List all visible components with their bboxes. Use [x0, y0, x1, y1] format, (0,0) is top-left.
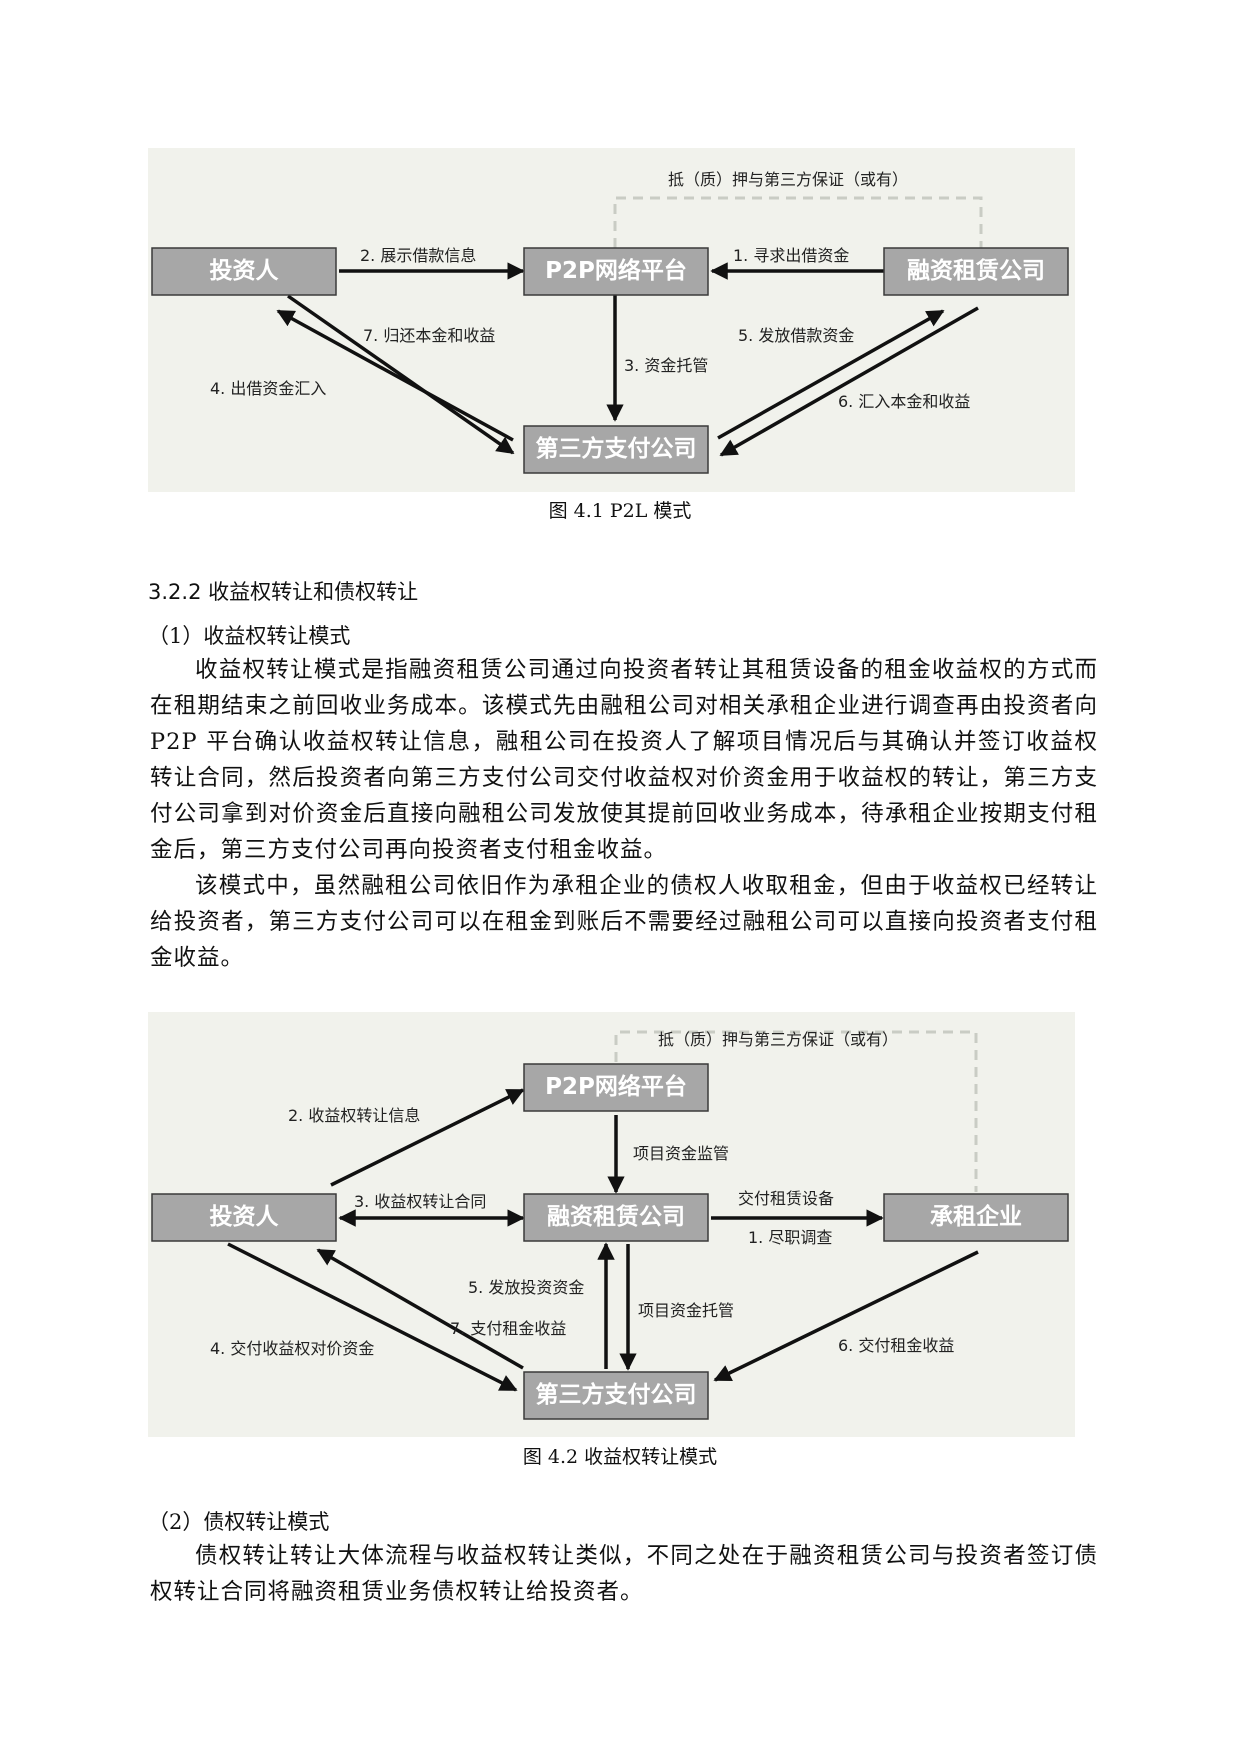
step7-label: 7. 支付租金收益: [450, 1319, 566, 1338]
box-investor: 投资人: [151, 247, 337, 296]
svg-text:融资租赁公司: 融资租赁公司: [547, 1204, 685, 1230]
box-investor: 投资人: [151, 1193, 337, 1242]
arrow-step7: [316, 1248, 524, 1370]
figure1-caption: 图 4.1 P2L 模式: [548, 500, 692, 522]
figure-p2l-diagram: 抵（质）押与第三方保证（或有） 2. 展示借款信息 1. 寻求出借资金 3. 资…: [148, 148, 1075, 492]
deliver-label: 交付租赁设备: [738, 1189, 834, 1208]
step3-label: 3. 资金托管: [624, 356, 708, 375]
svg-text:投资人: 投资人: [210, 258, 280, 284]
arrow-step6: [719, 306, 979, 457]
step2-label: 2. 收益权转让信息: [288, 1106, 420, 1125]
arrow-step6: [713, 1250, 979, 1382]
arrow-step7: [276, 309, 514, 442]
supervision-label: 项目资金监管: [633, 1144, 729, 1163]
guarantee-label: 抵（质）押与第三方保证（或有）: [658, 1030, 898, 1049]
svg-text:投资人: 投资人: [210, 1204, 280, 1230]
guarantee-dashed-line: [613, 196, 983, 248]
guarantee-label: 抵（质）押与第三方保证（或有）: [668, 170, 908, 189]
step1-label: 1. 寻求出借资金: [733, 246, 849, 265]
step6-label: 6. 交付租金收益: [838, 1336, 954, 1355]
step4-label: 4. 出借资金汇入: [210, 379, 326, 398]
svg-text:P2P网络平台: P2P网络平台: [545, 1073, 687, 1100]
box-payment-company: 第三方支付公司: [523, 1371, 709, 1420]
arrow-step2: [330, 1088, 525, 1187]
step5-label: 5. 发放借款资金: [738, 326, 854, 345]
box-p2p-platform: P2P网络平台: [523, 247, 709, 296]
svg-text:融资租赁公司: 融资租赁公司: [907, 258, 1045, 284]
svg-text:承租企业: 承租企业: [930, 1203, 1022, 1230]
figure2-caption: 图 4.2 收益权转让模式: [522, 1446, 718, 1468]
subsection-2-title: （2）债权转让模式: [148, 1510, 330, 1534]
step2-label: 2. 展示借款信息: [360, 246, 476, 265]
box-lessee: 承租企业: [883, 1193, 1069, 1242]
box-leasing-company: 融资租赁公司: [523, 1193, 709, 1242]
guarantee-dashed-line: [614, 1030, 978, 1192]
paragraph-3: 债权转让转让大体流程与收益权转让类似，不同之处在于融资租赁公司与投资者签订债权转…: [150, 1543, 1098, 1605]
step4-label: 4. 交付收益权对价资金: [210, 1339, 374, 1358]
custody-label: 项目资金托管: [638, 1301, 734, 1320]
step3-label: 3. 收益权转让合同: [354, 1192, 486, 1211]
box-payment-company: 第三方支付公司: [523, 425, 709, 474]
svg-text:第三方支付公司: 第三方支付公司: [536, 435, 697, 462]
step5-label: 5. 发放投资资金: [468, 1278, 584, 1297]
section-heading: 3.2.2 收益权转让和债权转让: [148, 580, 419, 604]
paragraph-2: 该模式中，虽然融租公司依旧作为承租企业的债权人收取租金，但由于收益权已经转让给投…: [150, 873, 1098, 971]
figure-revenue-right-transfer-diagram: 抵（质）押与第三方保证（或有） 2. 收益权转让信息 项目资金监管 3. 收益权…: [148, 1012, 1075, 1437]
svg-text:第三方支付公司: 第三方支付公司: [536, 1381, 697, 1408]
arrow-step5: [717, 309, 945, 440]
arrow-step4: [227, 1242, 518, 1392]
subsection-1-title: （1）收益权转让模式: [148, 624, 351, 648]
svg-text:P2P网络平台: P2P网络平台: [545, 257, 687, 284]
arrow-step4: [286, 294, 515, 455]
step6-label: 6. 汇入本金和收益: [838, 392, 970, 411]
paragraph-1: 收益权转让模式是指融资租赁公司通过向投资者转让其租赁设备的租金收益权的方式而在租…: [150, 657, 1098, 863]
box-leasing-company: 融资租赁公司: [883, 247, 1069, 296]
step1-label: 1. 尽职调查: [748, 1228, 832, 1247]
step7-label: 7. 归还本金和收益: [363, 326, 495, 345]
box-p2p-platform: P2P网络平台: [523, 1063, 709, 1112]
